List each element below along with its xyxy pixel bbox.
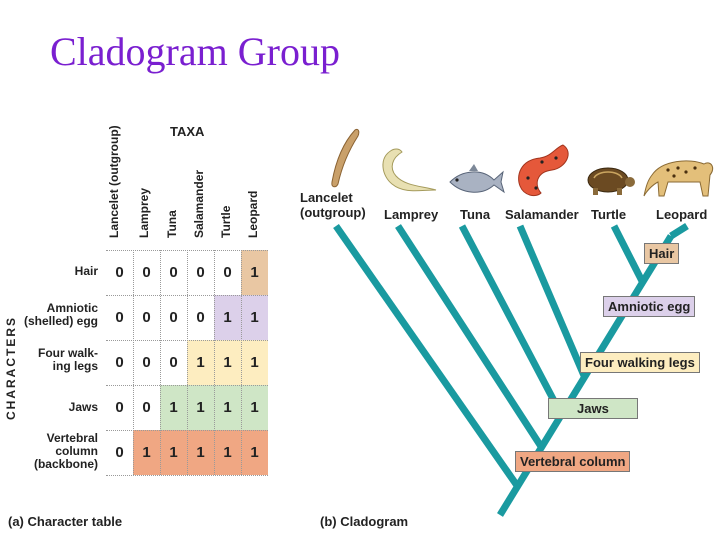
table-cell: 0 xyxy=(142,309,151,326)
table-cell: 0 xyxy=(196,264,205,281)
taxon-turtle: Turtle xyxy=(591,207,627,222)
character-box-hair: Hair xyxy=(644,243,680,264)
branch-salamander xyxy=(516,224,589,380)
leopard-illustration xyxy=(643,160,714,197)
branch-tuna xyxy=(458,224,566,418)
table-row-divider xyxy=(106,475,268,476)
table-cell: 0 xyxy=(169,264,178,281)
character-box-amniotic-egg: Amniotic egg xyxy=(603,296,696,317)
row-label-amniotic-egg: Amniotic (shelled) egg xyxy=(23,301,98,328)
table-cell: 0 xyxy=(115,399,124,416)
tuna-illustration xyxy=(449,164,505,194)
table-cell: 1 xyxy=(214,385,241,430)
table-cell: 1 xyxy=(241,250,268,295)
table-column-divider xyxy=(187,250,188,475)
table-cell: 0 xyxy=(142,399,151,416)
cladogram-caption: (b) Cladogram xyxy=(320,514,409,529)
table-cell: 0 xyxy=(169,354,178,371)
table-cell: 1 xyxy=(214,340,241,385)
table-cell: 1 xyxy=(133,430,160,475)
row-label-vertebral-column: Vertebral column (backbone) xyxy=(33,431,98,471)
table-cell: 1 xyxy=(160,385,187,430)
table-cell: 0 xyxy=(142,354,151,371)
table-cell: 0 xyxy=(142,264,151,281)
branch-lamprey xyxy=(395,224,545,450)
branch-turtle xyxy=(610,224,647,285)
taxon-tuna: Tuna xyxy=(460,207,491,222)
table-cell: 0 xyxy=(115,354,124,371)
table-cell: 1 xyxy=(214,295,241,340)
table-cell: 1 xyxy=(214,430,241,475)
character-box-jaws: Jaws xyxy=(548,398,638,419)
character-box-vertebral-column: Vertebral column xyxy=(515,451,631,472)
taxa-heading: TAXA xyxy=(170,124,205,139)
table-cell: 1 xyxy=(241,295,268,340)
table-cell: 1 xyxy=(187,430,214,475)
table-caption: (a) Character table xyxy=(8,514,123,529)
table-column-divider xyxy=(133,250,134,475)
lamprey-illustration xyxy=(382,148,437,192)
table-cell: 1 xyxy=(241,385,268,430)
table-cell: 1 xyxy=(241,430,268,475)
table-cell: 0 xyxy=(223,264,232,281)
table-cell: 1 xyxy=(187,340,214,385)
branch-leopard xyxy=(669,223,689,239)
table-column-divider xyxy=(160,250,161,475)
row-label-four-walking-legs: Four walk- ing legs xyxy=(37,346,98,373)
table-cell: 0 xyxy=(169,309,178,326)
character-box-four-walking-legs: Four walking legs xyxy=(580,352,700,373)
taxon-lamprey: Lamprey xyxy=(384,207,439,222)
salamander-illustration xyxy=(518,144,569,197)
taxon-leopard: Leopard xyxy=(656,207,708,222)
branch-lancelet xyxy=(333,223,521,490)
table-cell: 0 xyxy=(115,309,124,326)
table-cell: 1 xyxy=(187,385,214,430)
slide-title: Cladogram Group xyxy=(50,29,340,74)
table-cell: 0 xyxy=(115,264,124,281)
row-label-hair: Hair xyxy=(74,264,98,278)
taxon-salamander: Salamander xyxy=(505,207,579,222)
table-cell: 0 xyxy=(115,444,124,461)
table-cell: 1 xyxy=(241,340,268,385)
turtle-illustration xyxy=(587,167,635,195)
taxon-lancelet: Lancelet (outgroup) xyxy=(300,190,366,220)
row-label-jaws: Jaws xyxy=(68,400,98,414)
table-column-divider xyxy=(241,250,242,475)
table-cell: 0 xyxy=(196,309,205,326)
table-cell: 1 xyxy=(160,430,187,475)
lancelet-illustration xyxy=(331,128,360,188)
table-column-divider xyxy=(214,250,215,475)
